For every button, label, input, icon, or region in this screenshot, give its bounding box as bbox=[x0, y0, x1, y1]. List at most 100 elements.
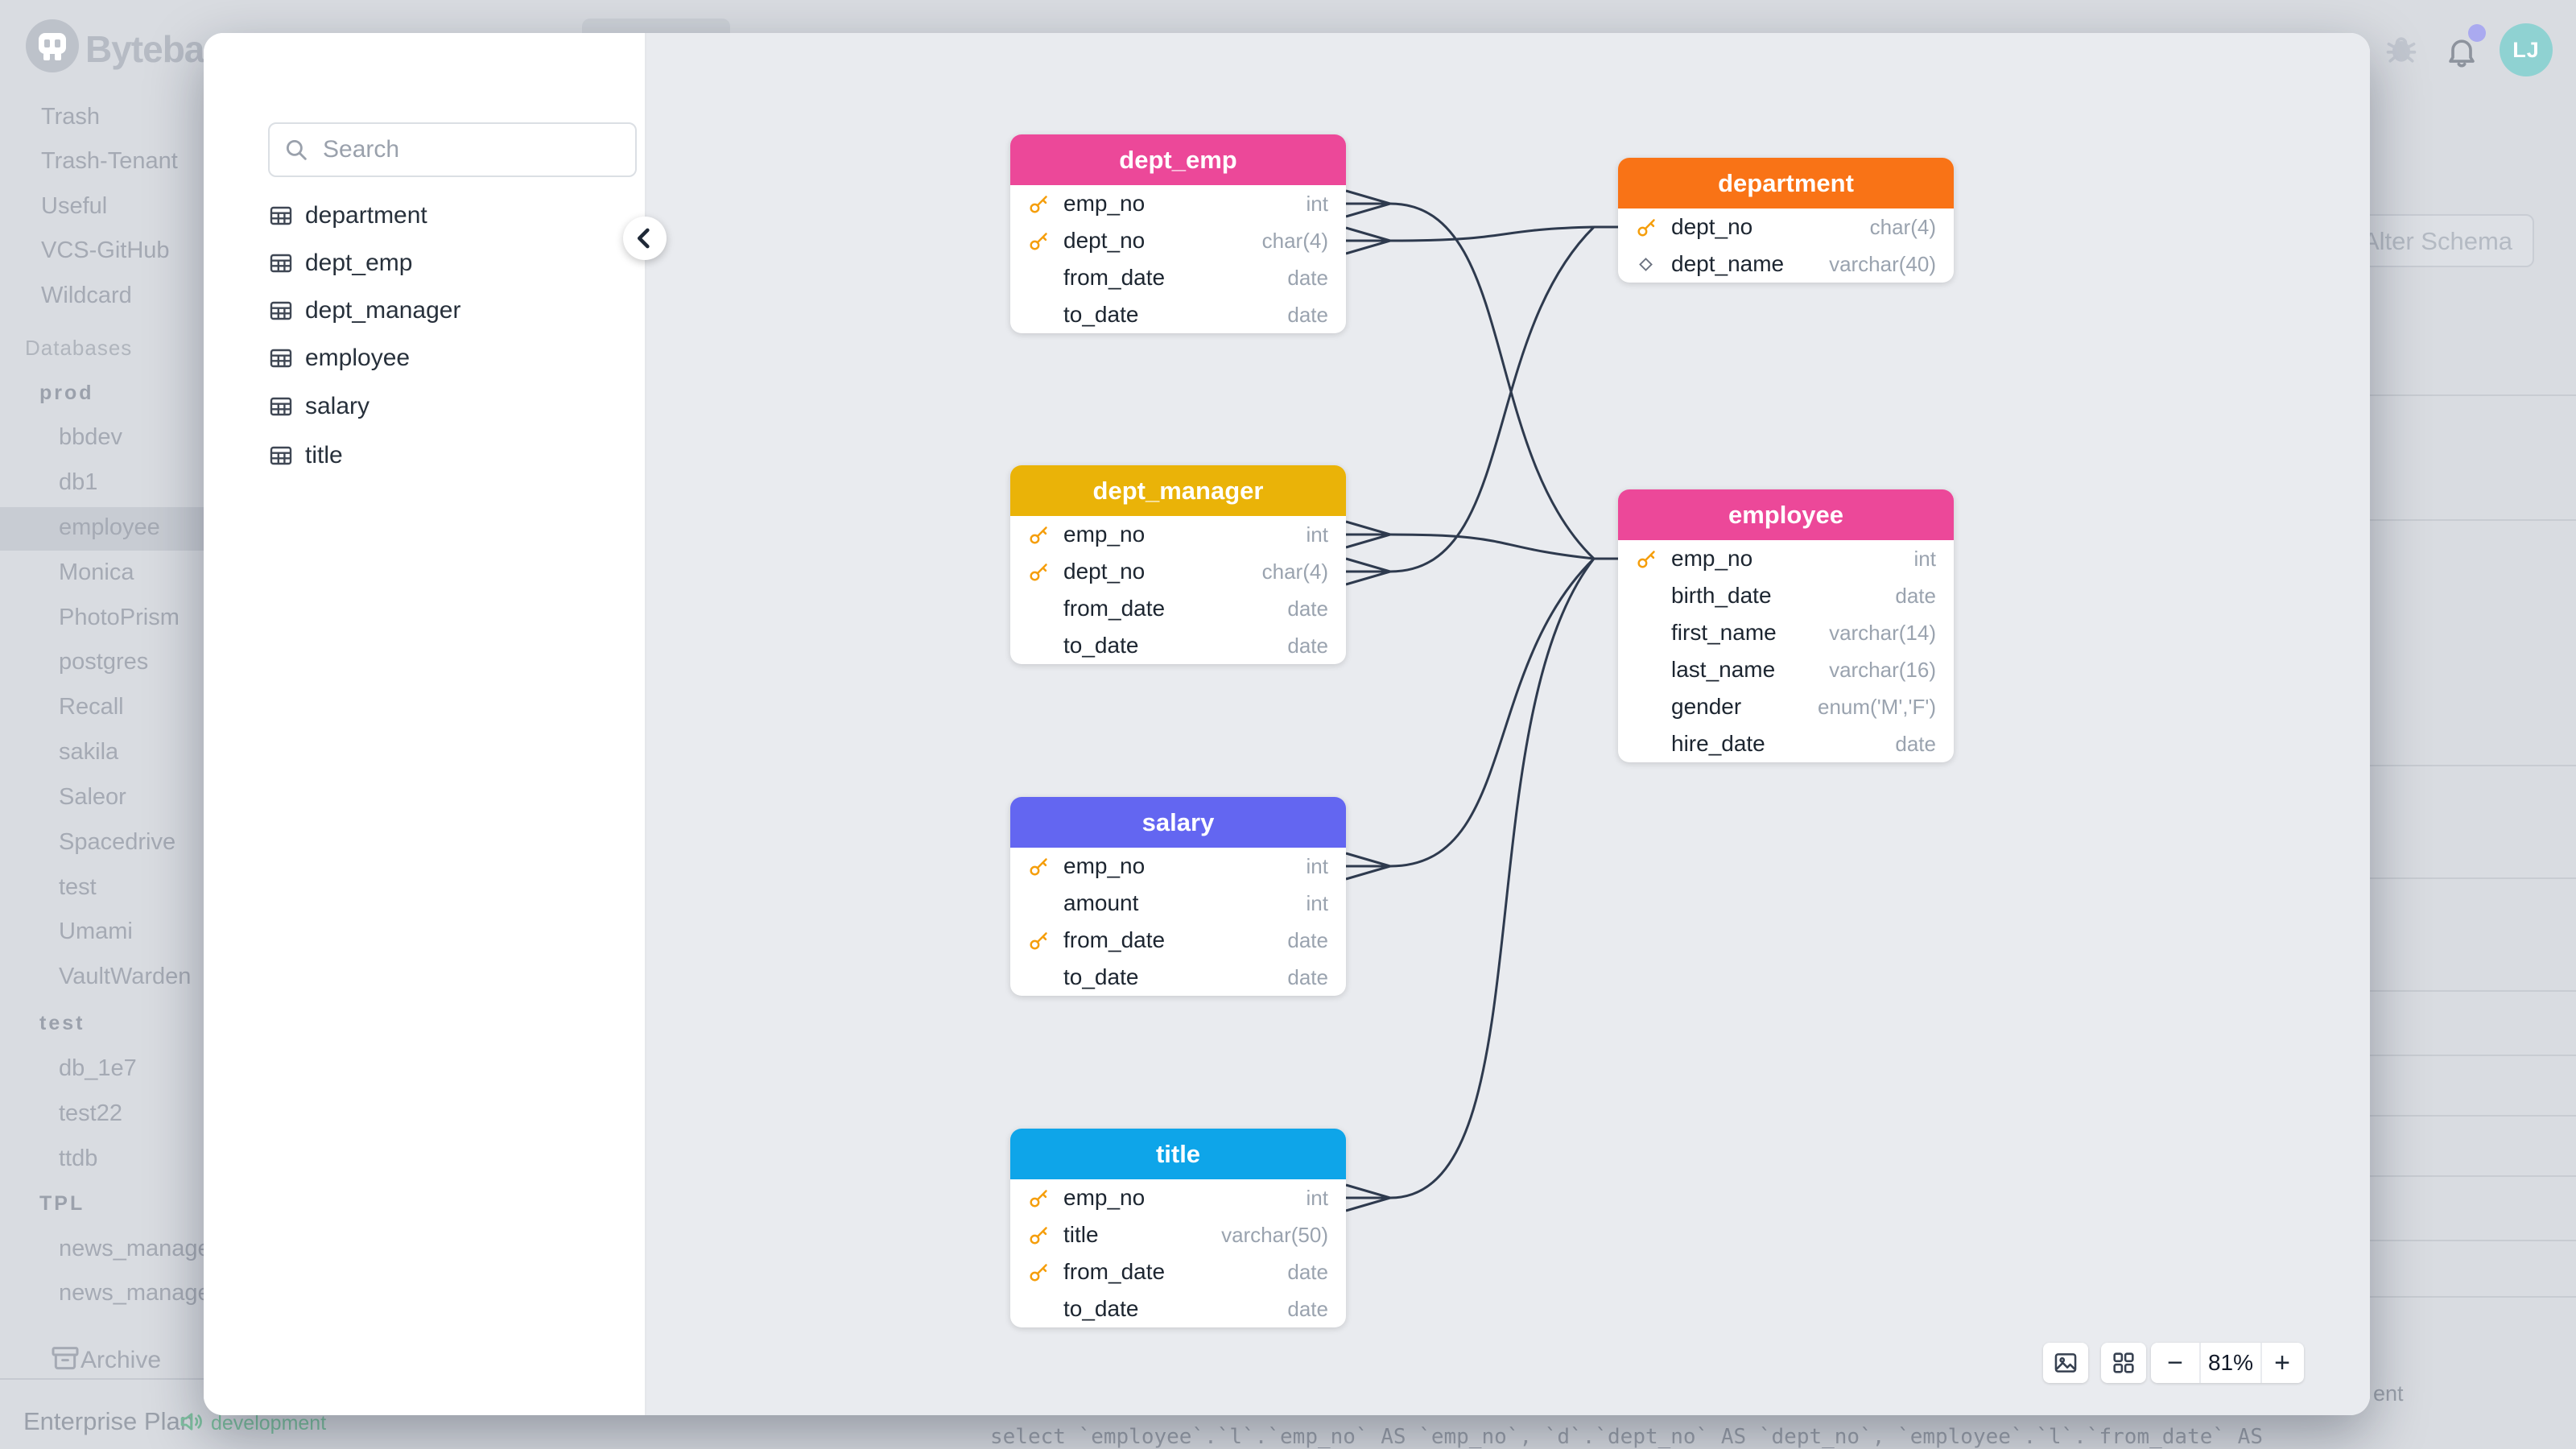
sidebar-db-item[interactable]: postgres bbox=[59, 649, 149, 675]
table-list-label: title bbox=[305, 442, 343, 469]
column-row: emp_no int bbox=[1010, 1179, 1346, 1216]
sidebar-item-project[interactable]: Trash-Tenant bbox=[41, 148, 178, 174]
table-list-label: dept_manager bbox=[305, 297, 461, 324]
ghost-row-divider bbox=[2370, 1175, 2576, 1177]
table-icon bbox=[270, 301, 292, 320]
primary-key-icon bbox=[1028, 1224, 1063, 1246]
table-list-item[interactable]: salary bbox=[268, 389, 369, 424]
search-box bbox=[268, 122, 637, 177]
sidebar-env-test: test bbox=[39, 1012, 85, 1034]
sidebar-db-item[interactable]: db1 bbox=[59, 469, 98, 495]
diagram-canvas[interactable]: dept_emp emp_no int dept_no char(4) from… bbox=[646, 33, 2370, 1415]
primary-key-icon bbox=[1028, 856, 1063, 877]
sidebar-db-item[interactable]: test22 bbox=[59, 1100, 122, 1126]
ghost-row-divider bbox=[2370, 394, 2576, 396]
sidebar-item-project[interactable]: Useful bbox=[41, 193, 108, 219]
sidebar-db-item[interactable]: test bbox=[59, 874, 97, 900]
table-icon bbox=[270, 349, 292, 368]
table-list-item[interactable]: title bbox=[268, 438, 343, 473]
notification-dot bbox=[2468, 24, 2486, 42]
column-row: dept_no char(4) bbox=[1010, 553, 1346, 590]
table-list-panel: department dept_emp dept_manager bbox=[204, 33, 645, 1415]
bytebase-logo-icon bbox=[26, 19, 79, 72]
diagram-table-title[interactable]: title emp_no int title varchar(50) from_… bbox=[1010, 1129, 1346, 1327]
table-list-item[interactable]: employee bbox=[268, 341, 410, 376]
sidebar-db-item[interactable]: Umami bbox=[59, 919, 133, 944]
table-icon bbox=[270, 397, 292, 416]
sidebar-footer-divider bbox=[0, 1378, 204, 1380]
zoom-out-button[interactable]: − bbox=[2151, 1343, 2201, 1383]
diagram-table-department[interactable]: department dept_no char(4) dept_name var… bbox=[1618, 158, 1954, 283]
ghost-row-divider bbox=[2370, 990, 2576, 992]
notifications-bell-icon[interactable] bbox=[2444, 34, 2479, 69]
zoom-in-button[interactable]: + bbox=[2260, 1343, 2302, 1383]
chevron-left-icon bbox=[638, 228, 650, 249]
archive-icon[interactable] bbox=[49, 1343, 81, 1378]
column-row: amount int bbox=[1063, 890, 1328, 915]
user-avatar[interactable]: LJ bbox=[2500, 23, 2553, 76]
primary-key-icon bbox=[1636, 217, 1671, 238]
diagram-table-salary[interactable]: salary emp_no int amount int from_date d… bbox=[1010, 797, 1346, 996]
column-row: emp_no int bbox=[1010, 848, 1346, 885]
table-list-item[interactable]: dept_manager bbox=[268, 293, 460, 328]
sidebar-db-item[interactable]: PhotoPrism bbox=[59, 605, 180, 630]
column-row: emp_no int bbox=[1010, 185, 1346, 222]
column-row: to_date date bbox=[1063, 302, 1328, 327]
sidebar-db-item[interactable]: news_manage bbox=[59, 1280, 211, 1306]
column-row: dept_name varchar(40) bbox=[1618, 246, 1954, 283]
bug-report-icon[interactable] bbox=[2384, 32, 2419, 68]
column-row: dept_no char(4) bbox=[1618, 208, 1954, 246]
alter-schema-button[interactable]: Alter Schema bbox=[2341, 214, 2534, 267]
image-icon bbox=[2054, 1353, 2077, 1373]
diagram-table-dept-emp[interactable]: dept_emp emp_no int dept_no char(4) from… bbox=[1010, 134, 1346, 333]
column-row: from_date date bbox=[1063, 265, 1328, 290]
sidebar-db-item[interactable]: VaultWarden bbox=[59, 964, 192, 989]
column-row: to_date date bbox=[1063, 1296, 1328, 1321]
sidebar-env-prod: prod bbox=[39, 382, 94, 404]
table-list-label: department bbox=[305, 202, 427, 229]
column-row: to_date date bbox=[1063, 633, 1328, 658]
export-image-button[interactable] bbox=[2043, 1343, 2088, 1383]
diagram-table-dept-manager[interactable]: dept_manager emp_no int dept_no char(4) … bbox=[1010, 465, 1346, 664]
table-list-label: employee bbox=[305, 345, 411, 371]
primary-key-icon bbox=[1028, 930, 1063, 952]
table-header: employee bbox=[1618, 489, 1954, 540]
sidebar-db-item[interactable]: news_manage bbox=[59, 1236, 211, 1261]
table-header: salary bbox=[1010, 797, 1346, 848]
sidebar-db-item-selected[interactable]: employee bbox=[59, 514, 160, 540]
table-header: department bbox=[1618, 158, 1954, 208]
column-row: birth_date date bbox=[1671, 583, 1936, 608]
table-list-label: dept_emp bbox=[305, 250, 413, 276]
ghost-row-divider bbox=[2370, 877, 2576, 879]
column-row: emp_no int bbox=[1010, 516, 1346, 553]
search-input[interactable] bbox=[268, 122, 637, 177]
collapse-panel-button[interactable] bbox=[623, 217, 667, 260]
sidebar-db-item[interactable]: bbdev bbox=[59, 424, 123, 450]
column-row: last_name varchar(16) bbox=[1671, 657, 1936, 682]
sidebar-db-item[interactable]: db_1e7 bbox=[59, 1055, 137, 1081]
sidebar-item-project[interactable]: Wildcard bbox=[41, 283, 132, 308]
sidebar-db-item[interactable]: ttdb bbox=[59, 1146, 98, 1171]
auto-layout-button[interactable] bbox=[2101, 1343, 2146, 1383]
primary-key-icon bbox=[1028, 524, 1063, 546]
ghost-row-divider bbox=[2370, 1115, 2576, 1117]
primary-key-icon bbox=[1028, 193, 1063, 215]
sidebar-db-item[interactable]: Monica bbox=[59, 559, 134, 585]
diagram-table-employee[interactable]: employee emp_no int birth_date date firs… bbox=[1618, 489, 1954, 762]
column-row: to_date date bbox=[1063, 964, 1328, 989]
schema-diagram-modal: Schema Diagram bbox=[204, 33, 2370, 1415]
primary-key-icon bbox=[1636, 548, 1671, 570]
table-list-item[interactable]: dept_emp bbox=[268, 246, 412, 281]
sidebar-selected-highlight bbox=[0, 507, 206, 551]
sidebar-db-item[interactable]: Spacedrive bbox=[59, 829, 176, 855]
table-list-item[interactable]: department bbox=[268, 198, 427, 233]
sidebar-item-project[interactable]: Trash bbox=[41, 104, 101, 130]
table-icon bbox=[270, 254, 292, 273]
sidebar-item-project[interactable]: VCS-GitHub bbox=[41, 237, 170, 263]
ghost-text-fragment: ent bbox=[2373, 1381, 2404, 1406]
sidebar-db-item[interactable]: Saleor bbox=[59, 784, 126, 810]
sidebar-db-item[interactable]: sakila bbox=[59, 739, 119, 765]
archive-label[interactable]: Archive bbox=[80, 1347, 162, 1373]
sidebar-db-item[interactable]: Recall bbox=[59, 694, 124, 720]
